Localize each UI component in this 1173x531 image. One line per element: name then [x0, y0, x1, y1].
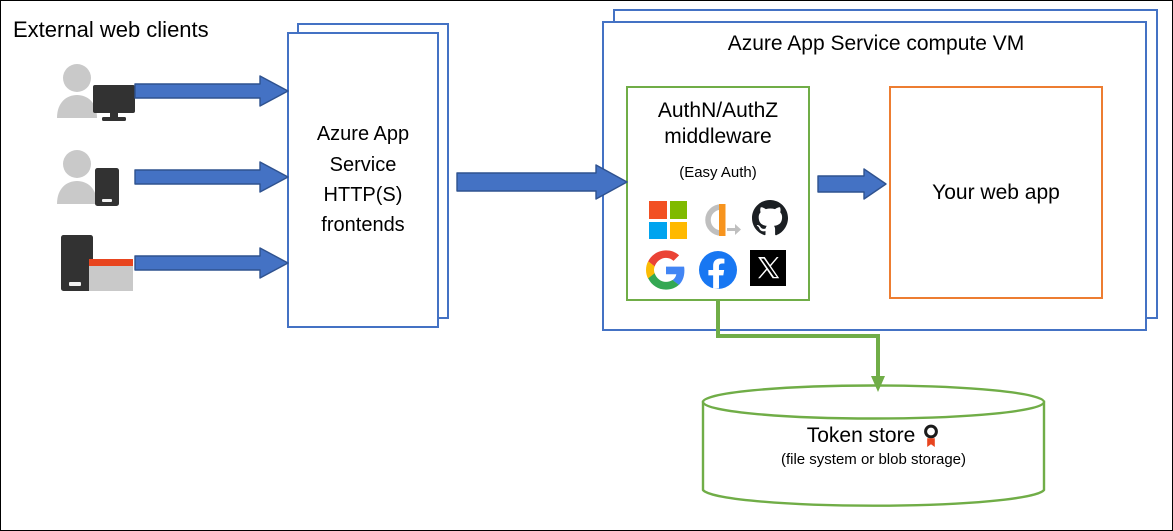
vm-container-title: Azure App Service compute VM	[727, 32, 1025, 55]
microsoft-logo-quadrant-blue	[649, 221, 667, 239]
your-web-app-label: Your web app	[932, 180, 1060, 204]
external-clients-label: External web clients	[13, 17, 209, 42]
token-store-text: Token store (file system or blob storage…	[701, 424, 1046, 468]
entra-id-logo[interactable]	[698, 198, 742, 242]
your-web-app-box[interactable]: Your web app	[889, 86, 1103, 299]
client-desktop-user-icon	[53, 63, 139, 123]
award-medal-icon	[922, 424, 940, 448]
token-store-title: Token store	[806, 424, 916, 447]
client-device-browser-icon	[59, 233, 137, 295]
frontend-box[interactable]: Azure App Service HTTP(S) frontends	[287, 32, 439, 328]
middleware-subtitle: (Easy Auth)	[679, 164, 757, 181]
x-twitter-logo[interactable]	[750, 250, 794, 294]
arrow-client3-to-frontend	[134, 247, 289, 279]
github-logo[interactable]	[750, 198, 794, 242]
token-store-title-row: Token store	[807, 424, 941, 448]
facebook-logo[interactable]	[698, 250, 742, 294]
client-mobile-user-icon	[53, 149, 131, 209]
arrow-middleware-to-webapp	[817, 168, 887, 200]
middleware-title: AuthN/AuthZ middleware	[657, 99, 779, 148]
microsoft-logo-quadrant-red	[649, 201, 667, 219]
token-store-subtitle: (file system or blob storage)	[780, 451, 967, 468]
arrow-client2-to-frontend	[134, 161, 289, 193]
token-store-cylinder[interactable]: Token store (file system or blob storage…	[701, 384, 1046, 508]
identity-provider-logo-grid	[642, 194, 798, 298]
microsoft-logo-quadrant-yellow	[669, 221, 687, 239]
google-logo[interactable]	[646, 250, 690, 294]
arrow-frontend-to-middleware	[456, 164, 628, 200]
arrow-client1-to-frontend	[134, 75, 289, 107]
microsoft-logo[interactable]	[646, 198, 690, 242]
microsoft-logo-quadrant-green	[669, 201, 687, 219]
frontend-box-label: Azure App Service HTTP(S) frontends	[316, 123, 410, 237]
authn-authz-middleware-box[interactable]: AuthN/AuthZ middleware (Easy Auth)	[626, 86, 810, 301]
